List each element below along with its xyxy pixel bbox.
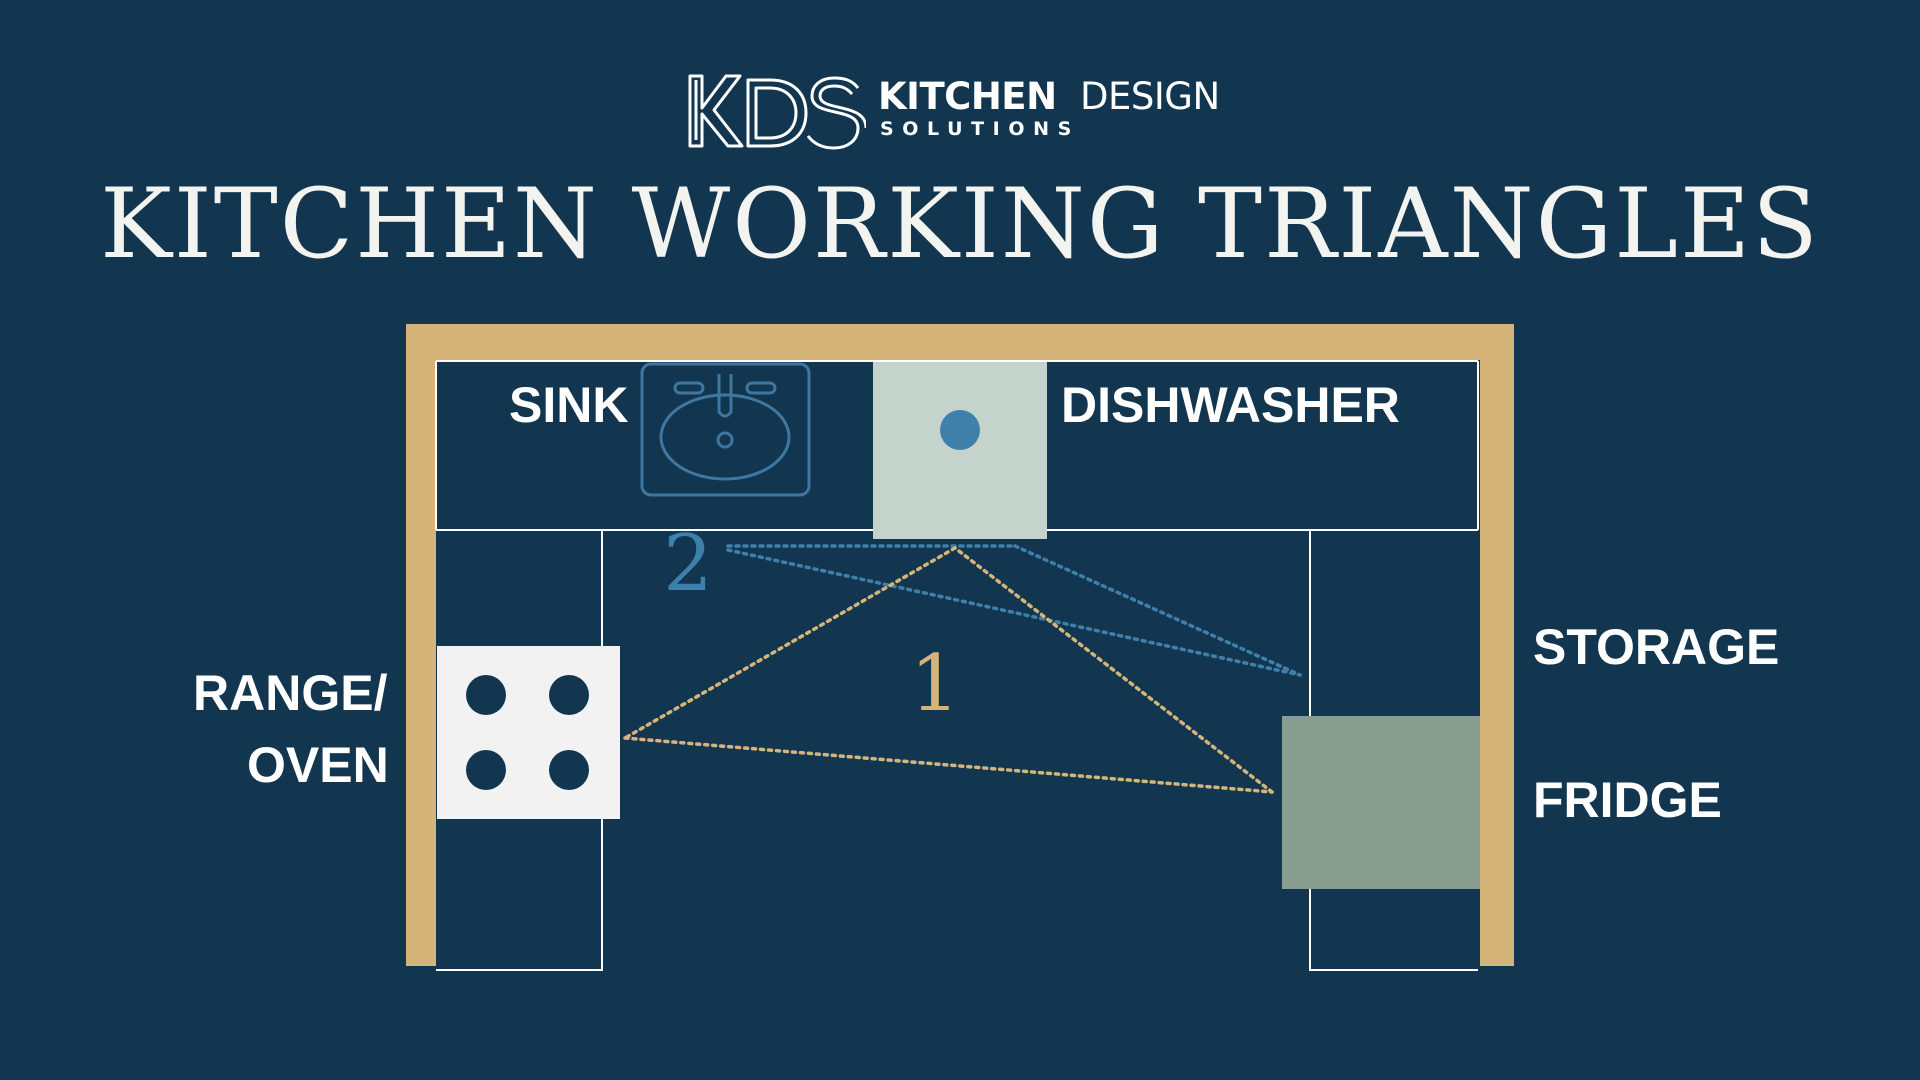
label-storage: STORAGE bbox=[1533, 619, 1780, 675]
label-range-line-1: RANGE/ bbox=[193, 665, 388, 721]
label-dishwasher: DISHWASHER bbox=[1061, 377, 1400, 433]
range-burners-icon bbox=[437, 646, 620, 819]
triangle-2-number: 2 bbox=[663, 519, 713, 609]
brand-kitchen: KITCHEN bbox=[878, 75, 1057, 118]
dishwasher-icon bbox=[873, 362, 1047, 539]
triangle-1-lines bbox=[623, 546, 1274, 794]
triangle-2-lines bbox=[726, 544, 1302, 677]
sink-icon bbox=[640, 362, 811, 497]
kds-logo: KITCHEN DESIGN SOLUTIONS bbox=[686, 70, 1246, 154]
label-range-line-2: OVEN bbox=[247, 737, 389, 793]
label-fridge: FRIDGE bbox=[1533, 772, 1722, 828]
fridge-icon bbox=[1282, 716, 1480, 889]
label-sink: SINK bbox=[509, 377, 629, 433]
dishwasher-dot bbox=[940, 410, 980, 450]
burner bbox=[466, 675, 589, 790]
kds-monogram-icon bbox=[688, 74, 866, 150]
page-title: KITCHEN WORKING TRIANGLES bbox=[100, 168, 1820, 280]
triangle-1-number: 1 bbox=[910, 639, 960, 729]
brand-tagline: SOLUTIONS bbox=[880, 118, 1080, 140]
brand-design: DESIGN bbox=[1080, 75, 1220, 118]
